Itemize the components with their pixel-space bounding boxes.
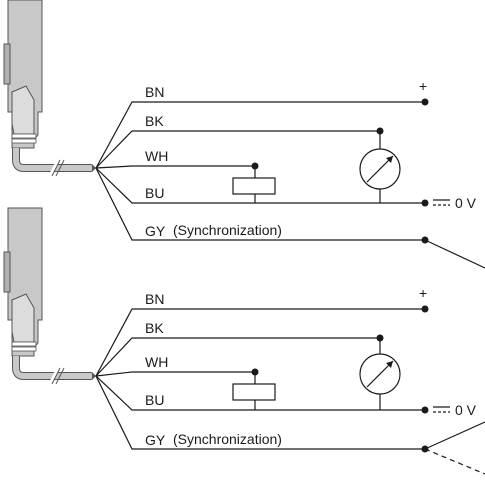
sensor-1-sync-note: (Synchronization) — [173, 222, 282, 238]
sensor-1-housing — [3, 0, 43, 149]
sensor-2-wh-label: WH — [145, 354, 168, 370]
sensor-2-housing — [3, 207, 43, 357]
sensor-1-meter — [359, 131, 401, 203]
sensor-2-relay-load — [232, 372, 276, 410]
sensor-2-cable — [12, 356, 96, 385]
sensor-1-zero-volt-terminal: 0 V — [455, 195, 477, 211]
sensor-1-plus-terminal: + — [419, 78, 427, 94]
sensor-2-plus-terminal: + — [419, 285, 427, 301]
sensor-2-bn-label: BN — [145, 291, 164, 307]
sensor-1-gy-label: GY — [145, 223, 166, 239]
sensor-1-bu-label: BU — [145, 185, 164, 201]
sensor-1-wh-label: WH — [145, 148, 168, 164]
sensor-2-wires — [95, 305, 429, 453]
sensor-2-gy-label: GY — [145, 432, 166, 448]
sensor-2-meter — [359, 338, 401, 410]
sensor-1-relay-load — [232, 166, 276, 203]
sensor-2-sync-link — [424, 421, 485, 475]
sensor-1-bn-label: BN — [145, 84, 164, 100]
sensor-1-cable — [12, 148, 96, 177]
sensor-2-bu-label: BU — [145, 392, 164, 408]
sensor-2-bk-label: BK — [145, 320, 164, 336]
sensor-2-assembly: BN BK WH BU GY (Synchronization) + 0 V — [3, 207, 485, 475]
sensor-2-zero-volt-terminal: 0 V — [455, 402, 477, 418]
sensor-1-dc-symbol — [433, 199, 450, 206]
sensor-1-sync-link — [424, 239, 485, 269]
sensor-2-dc-symbol — [433, 406, 450, 413]
sensor-1-assembly: BN BK WH BU GY (Synchronization) + 0 V — [3, 0, 485, 269]
sensor-1-bk-label: BK — [145, 113, 164, 129]
sensor-1-wires — [95, 98, 429, 244]
sensor-2-sync-note: (Synchronization) — [173, 431, 282, 447]
